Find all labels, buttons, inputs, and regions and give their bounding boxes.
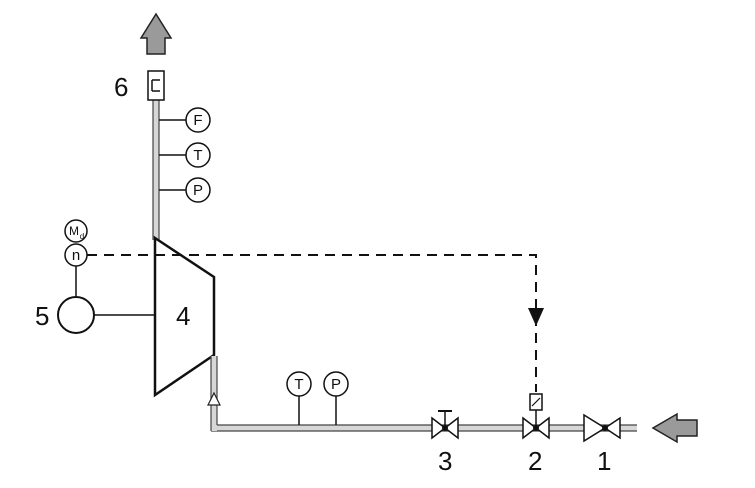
instrument-torque-subscript: d (80, 232, 84, 241)
label-1: 1 (597, 446, 611, 476)
instrument-inlet-temp-label: T (294, 376, 303, 393)
instrument-torque: M d (64, 219, 88, 243)
machine-4 (153, 235, 216, 398)
control-signal-line (87, 254, 544, 392)
label-5: 5 (35, 301, 49, 331)
instrument-inlet-temp: T (286, 371, 312, 425)
instrument-outlet-flow-label: F (193, 112, 202, 129)
flow-element-6 (147, 70, 165, 101)
instrument-torque-label: M (69, 224, 79, 238)
label-3: 3 (438, 446, 452, 476)
instrument-inlet-pressure: P (323, 371, 349, 425)
generator-5 (57, 296, 155, 334)
outlet-arrow-icon (139, 12, 173, 55)
instrument-outlet-pressure-label: P (193, 182, 203, 199)
label-4: 4 (176, 301, 190, 331)
instrument-outlet-flow: F (159, 107, 211, 133)
instrument-outlet-pressure: P (159, 177, 211, 203)
label-2: 2 (528, 446, 542, 476)
outlet-pipe (152, 100, 160, 240)
valve-2 (522, 393, 550, 440)
instrument-speed: n (64, 243, 88, 297)
inlet-arrow-icon (651, 412, 698, 444)
instrument-outlet-temp-label: T (193, 147, 202, 164)
valve-3 (431, 410, 459, 440)
valve-1 (583, 413, 621, 443)
label-6: 6 (114, 72, 128, 102)
instrument-speed-label: n (72, 247, 80, 264)
instrument-inlet-pressure-label: P (331, 376, 341, 393)
inlet-pipe (207, 356, 637, 432)
instrument-outlet-temp: T (159, 142, 211, 168)
